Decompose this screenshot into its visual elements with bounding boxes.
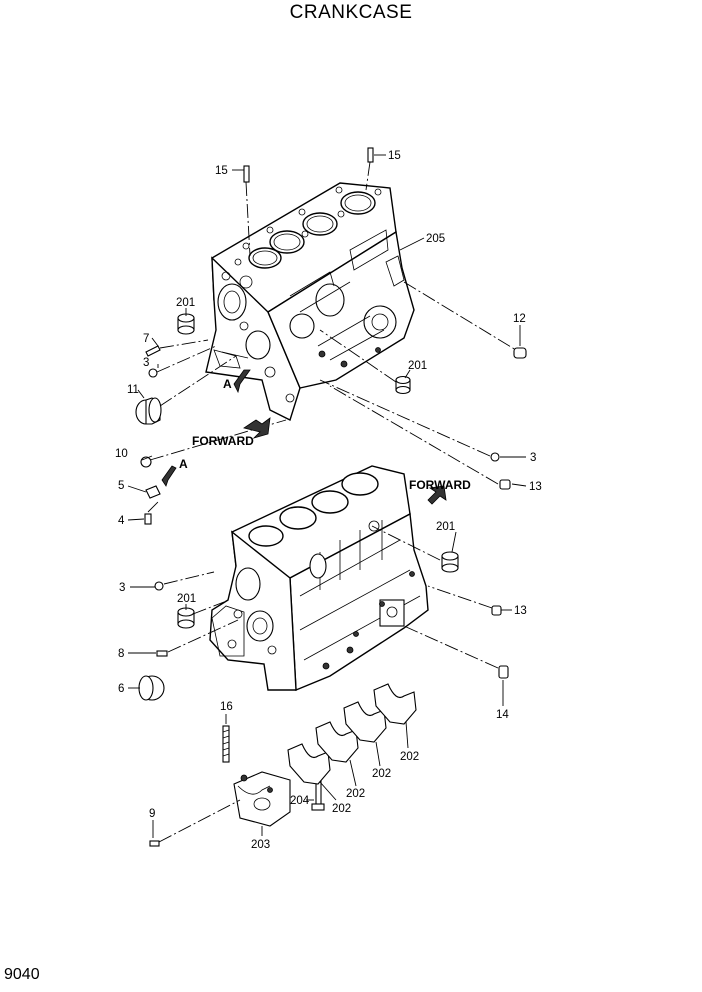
callout-12: 12 <box>513 313 526 325</box>
callout-4: 4 <box>118 515 125 527</box>
view-a-label-lower: A <box>179 457 188 471</box>
plug-13-upper <box>499 479 511 490</box>
callout-8: 8 <box>118 648 124 660</box>
callout-202-b: 202 <box>346 788 365 800</box>
callout-10: 10 <box>115 448 128 460</box>
upper-cylinder-block <box>205 182 415 421</box>
plug-3-lower <box>154 581 164 591</box>
leader-lines <box>127 154 527 843</box>
page-number: 9040 <box>4 966 40 983</box>
bushing-201-lower-left <box>177 607 195 629</box>
page-title: CRANKCASE <box>289 2 413 23</box>
callout-15-right: 15 <box>388 150 401 162</box>
callout-201-upper-left: 201 <box>176 297 195 309</box>
callout-14: 14 <box>496 709 509 721</box>
bearing-cap-202-a <box>287 743 331 785</box>
callout-13-upper: 13 <box>529 481 542 493</box>
callout-201-lower-left: 201 <box>177 593 196 605</box>
bushing-201-upper-right <box>395 375 411 395</box>
plug-13-lower <box>491 605 502 616</box>
plug-12 <box>513 347 527 359</box>
callout-202-d: 202 <box>400 751 419 763</box>
bearing-cap-202-c <box>343 701 387 743</box>
plug-14 <box>498 665 509 679</box>
callout-16: 16 <box>220 701 233 713</box>
forward-label-upper: FORWARD <box>192 434 254 448</box>
bearing-cap-203 <box>233 771 291 827</box>
callout-labels: 15 15 205 201 12 7 3 11 201 10 3 13 5 4 … <box>115 150 542 851</box>
view-a-arrow-lower <box>161 465 177 487</box>
bushing-201-upper-left <box>177 313 195 335</box>
view-a-arrow-upper <box>233 369 251 394</box>
callout-3-lower: 3 <box>119 582 125 594</box>
plug-3-right <box>490 452 500 462</box>
callout-204: 204 <box>290 795 310 807</box>
callout-202-a: 202 <box>332 803 351 815</box>
bushing-201-lower-right <box>441 551 459 573</box>
view-a-label-upper: A <box>223 377 232 391</box>
callout-9: 9 <box>149 808 155 820</box>
callout-13-lower: 13 <box>514 605 527 617</box>
pin-9 <box>149 840 160 847</box>
callout-201-upper-right: 201 <box>408 360 427 372</box>
stud-16 <box>222 725 230 763</box>
dowel-pin-15-right <box>367 147 374 163</box>
callout-3-right: 3 <box>530 452 536 464</box>
pin-7 <box>145 345 161 357</box>
callout-6: 6 <box>118 683 124 695</box>
pin-4 <box>144 513 152 525</box>
forward-arrow-lower <box>427 485 447 505</box>
bearing-cap-202-d <box>373 683 417 725</box>
callout-5: 5 <box>118 480 124 492</box>
callout-7: 7 <box>143 333 149 345</box>
pin-5 <box>145 485 161 499</box>
forward-arrow-upper <box>243 417 271 439</box>
plug-11 <box>135 397 162 425</box>
dowel-pin-15-left <box>243 165 250 183</box>
callout-3-upper: 3 <box>143 357 149 369</box>
callout-202-c: 202 <box>372 768 391 780</box>
callout-205: 205 <box>426 233 445 245</box>
lower-cylinder-block <box>209 465 429 692</box>
pin-8 <box>156 650 168 657</box>
plug-3-upper <box>148 368 158 378</box>
callout-201-lower-right: 201 <box>436 521 455 533</box>
callout-203: 203 <box>251 839 270 851</box>
cup-plug-6 <box>138 675 165 701</box>
callout-11: 11 <box>127 384 139 396</box>
callout-15-left: 15 <box>215 165 228 177</box>
bearing-cap-202-b <box>315 721 359 763</box>
forward-label-lower: FORWARD <box>409 478 471 492</box>
